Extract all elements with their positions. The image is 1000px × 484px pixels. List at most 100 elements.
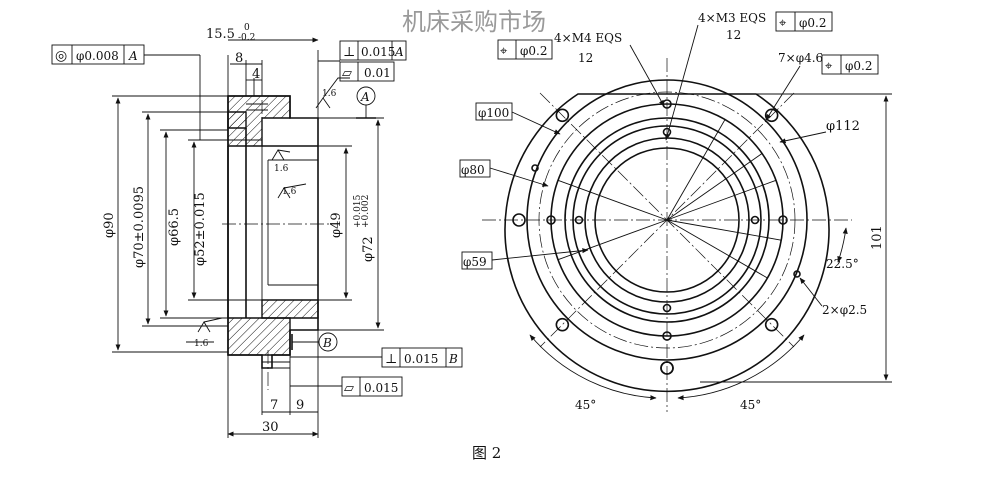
hole-phi-4-6: [660, 361, 674, 375]
roughness-value: 1.6: [322, 89, 337, 99]
label-phi-59: φ59: [461, 248, 589, 270]
svg-text:⊥: ⊥: [385, 352, 397, 367]
hole-m3: [574, 215, 584, 225]
dim-phi-72: φ72: [361, 236, 376, 262]
dim-30: 30: [262, 420, 279, 435]
svg-text:φ0.008: φ0.008: [76, 49, 119, 63]
hole-m4: [778, 215, 788, 225]
dim-phi-66-5: φ66.5: [167, 208, 182, 246]
svg-text:B: B: [322, 336, 332, 350]
roughness-mark-side: 1.6: [277, 183, 307, 199]
circle-phi-80: [538, 91, 796, 349]
fcf-perpendicularity-top: ⊥ 0.015 A: [339, 40, 407, 61]
fcf-perpendicularity-bottom: ⊥ 0.015 B: [290, 347, 463, 368]
svg-text:2×φ2.5: 2×φ2.5: [822, 303, 867, 317]
dim-8: 8: [235, 51, 243, 66]
label-holes-4-6: 7×φ4.6 ⌖ φ0.2: [765, 51, 879, 121]
svg-text:0.015: 0.015: [404, 352, 438, 366]
svg-text:12: 12: [726, 28, 741, 42]
roughness-mark-bore: 1.6: [271, 149, 291, 174]
svg-text:7×φ4.6: 7×φ4.6: [778, 51, 823, 65]
dim-angle-45-left: 45°: [575, 398, 596, 412]
dim-4: 4: [252, 67, 260, 82]
construction-line: [666, 219, 782, 241]
dim-phi-52: φ52±0.015: [193, 192, 208, 266]
dim-101: 101: [870, 225, 885, 250]
dim-top-tol-lower: -0.2: [238, 33, 255, 43]
dim-phi-49: φ49: [329, 212, 344, 238]
svg-text:▱: ▱: [342, 66, 352, 81]
svg-text:▱: ▱: [344, 381, 354, 396]
label-phi-112: φ112: [779, 119, 860, 144]
hole-phi-4-6: [555, 317, 570, 332]
roughness-value: 1.6: [274, 164, 289, 174]
dim-top-15-5: 15.5: [206, 27, 235, 42]
svg-text:⌖: ⌖: [500, 44, 508, 59]
svg-text:⌖: ⌖: [779, 16, 787, 31]
svg-text:12: 12: [578, 51, 593, 65]
fcf-flatness-top: ▱ 0.01: [318, 60, 395, 82]
fcf-flatness-bottom: ▱ 0.015: [290, 376, 403, 397]
label-holes-2-5: 2×φ2.5: [799, 277, 867, 317]
svg-text:A: A: [394, 45, 404, 59]
svg-text:φ59: φ59: [463, 255, 487, 269]
dim-angle-45-right: 45°: [740, 398, 761, 412]
roughness-value: 1.6: [282, 187, 297, 197]
datum-a-symbol: A: [356, 86, 376, 119]
svg-text:B: B: [448, 352, 458, 366]
dim-phi-72-tol-lower: +0.002: [361, 195, 371, 228]
roughness-value: 1.6: [194, 339, 209, 349]
hole-phi-4-6: [764, 108, 779, 123]
dim-phi-90: φ90: [102, 212, 117, 238]
svg-text:φ0.2: φ0.2: [520, 44, 548, 58]
construction-line: [666, 219, 768, 279]
circle-phi-100: [526, 79, 808, 361]
construction-line: [666, 153, 763, 221]
svg-text:A: A: [360, 90, 370, 104]
hatch-lower: [227, 317, 291, 356]
hole-m4: [662, 331, 672, 341]
hole-phi-4-6: [512, 213, 526, 227]
label-phi-80: φ80: [459, 159, 549, 187]
front-view: φ100 φ80 φ59 φ112 4×M3 EQS 12 ⌖ φ0: [459, 11, 892, 412]
hole-phi-2-5: [793, 270, 801, 278]
datum-b-symbol: B: [291, 332, 338, 352]
hole-phi-4-6: [555, 108, 570, 123]
svg-text:φ112: φ112: [826, 119, 860, 134]
figure-caption: 图 2: [472, 444, 501, 462]
holes-m3: [574, 127, 760, 313]
section-view: 15.5 0 -0.2 8 4 7 9 30 φ90 φ70±0.0095: [51, 23, 463, 438]
construction-line: [557, 219, 668, 261]
svg-text:0.01: 0.01: [364, 66, 391, 80]
svg-text:φ100: φ100: [478, 106, 509, 120]
construction-line: [666, 119, 726, 221]
svg-text:0.015: 0.015: [361, 45, 395, 59]
watermark: 机床采购市场: [402, 8, 546, 36]
label-phi-100: φ100: [475, 102, 561, 135]
roughness-mark-top: 1.6: [315, 77, 350, 109]
svg-text:φ0.2: φ0.2: [845, 59, 873, 73]
svg-text:⌖: ⌖: [825, 59, 833, 74]
hole-m3: [662, 303, 672, 313]
hole-phi-4-6: [764, 317, 779, 332]
dim-9: 9: [296, 398, 304, 413]
dim-phi-70: φ70±0.0095: [132, 186, 147, 268]
svg-text:0.015: 0.015: [364, 381, 398, 395]
hole-phi-2-5: [531, 164, 539, 172]
dim-phi-72-tol-upper: +0.015: [353, 194, 363, 228]
fcf-concentricity: ◎ φ0.008 A: [51, 44, 201, 140]
holes-phi-4-6: [512, 108, 779, 375]
svg-text:◎: ◎: [55, 48, 67, 64]
dim-7: 7: [270, 398, 278, 413]
svg-text:⊥: ⊥: [343, 45, 355, 60]
label-m4-holes: ⌖ φ0.2 4×M4 EQS 12: [497, 31, 665, 107]
construction-line: [557, 179, 668, 221]
hole-m3: [750, 215, 760, 225]
dim-angle-22-5: 22.5°: [826, 257, 859, 271]
roughness-mark-bottom: 1.6: [186, 317, 223, 349]
svg-text:4×M4 EQS: 4×M4 EQS: [554, 31, 622, 45]
svg-text:4×M3 EQS: 4×M3 EQS: [698, 11, 766, 25]
hole-m4: [546, 215, 556, 225]
svg-text:φ0.2: φ0.2: [799, 16, 827, 30]
